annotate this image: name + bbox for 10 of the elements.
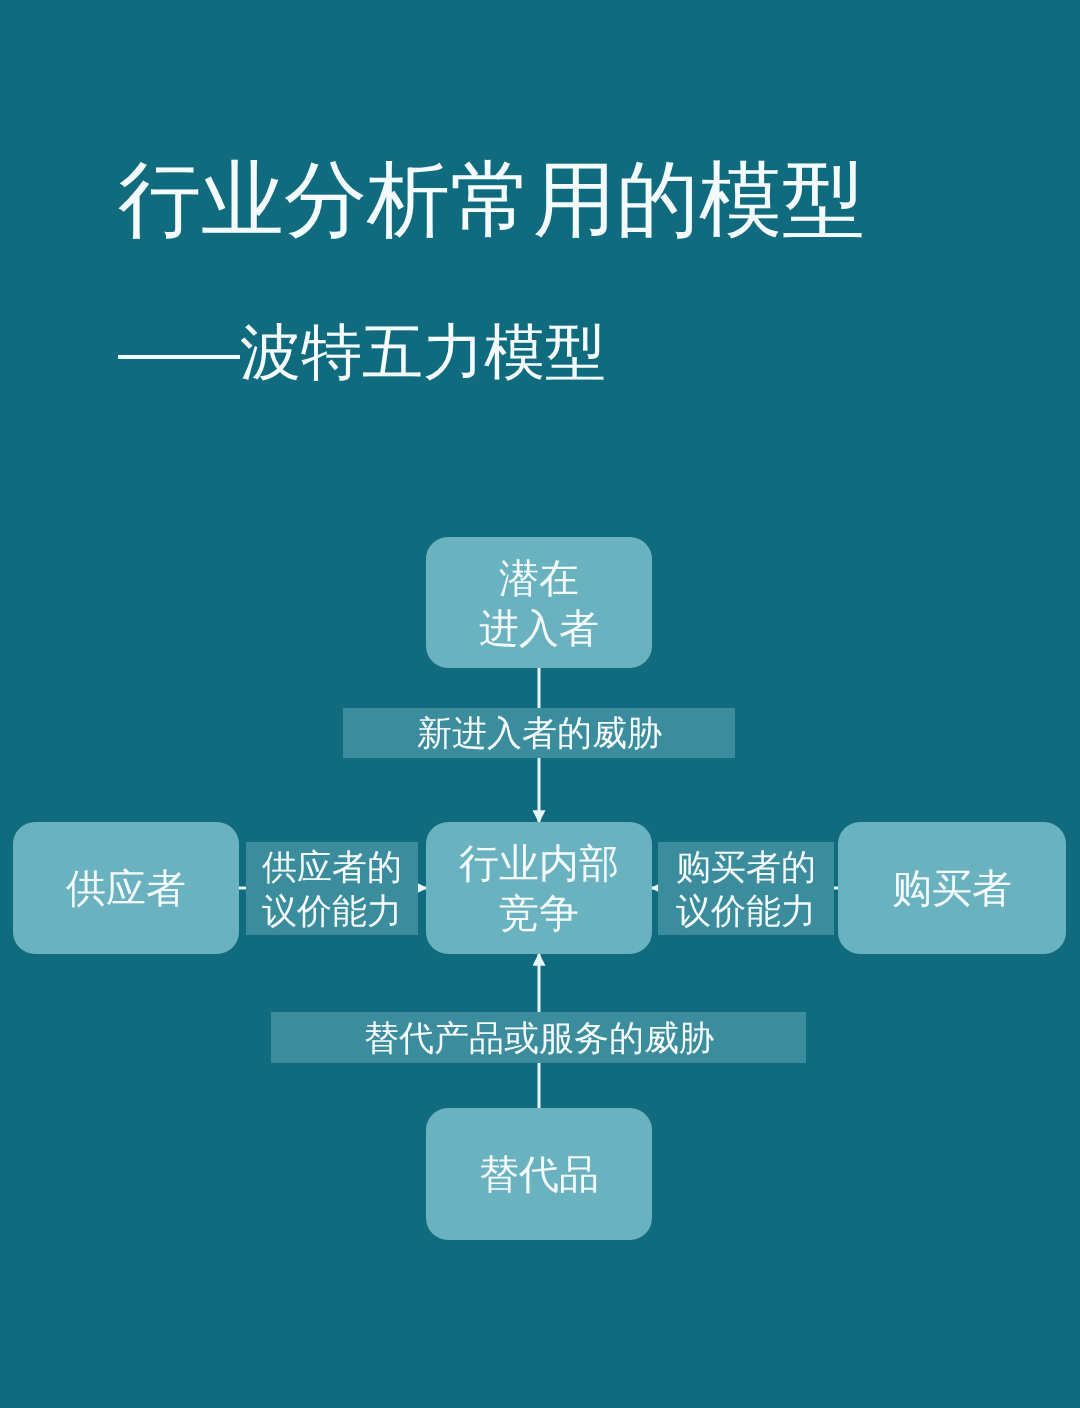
edge-label: 新进入者的威胁 xyxy=(343,708,735,758)
force-box: 行业内部竞争 xyxy=(426,822,652,954)
force-box: 购买者 xyxy=(838,822,1066,954)
force-box: 潜在进入者 xyxy=(426,537,652,668)
force-box: 供应者 xyxy=(13,822,239,954)
subtitle: ——波特五力模型 xyxy=(118,317,606,388)
edge-label: 供应者的议价能力 xyxy=(246,842,418,935)
force-box: 替代品 xyxy=(426,1108,652,1240)
edge-label: 替代产品或服务的威胁 xyxy=(271,1012,806,1063)
title: 行业分析常用的模型 xyxy=(118,152,865,248)
